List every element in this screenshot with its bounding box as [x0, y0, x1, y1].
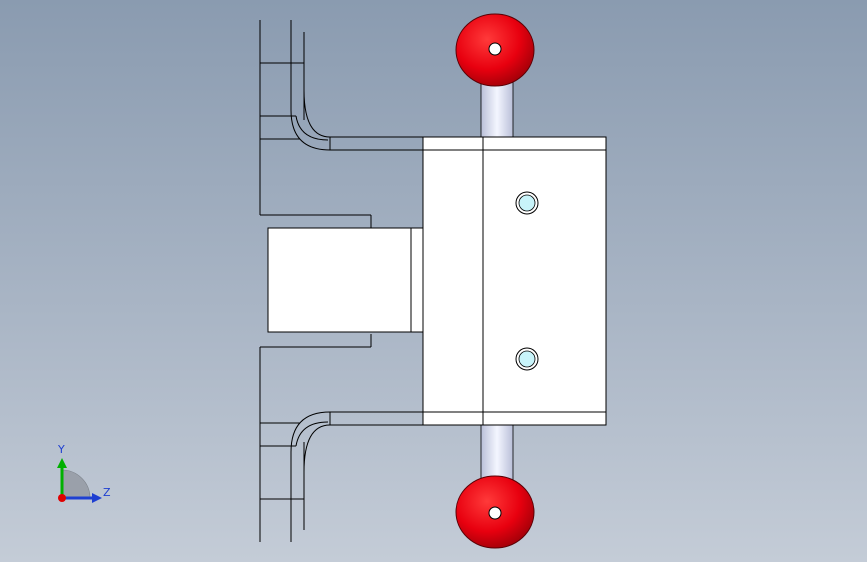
lower-hole[interactable] [515, 347, 539, 371]
slot-block[interactable] [267, 227, 438, 333]
upper-stem[interactable] [480, 81, 514, 139]
y-axis-label: Y [58, 443, 65, 456]
z-axis-label: Z [103, 486, 111, 499]
triad-quadrant [61, 469, 91, 499]
clamp-plate[interactable] [422, 136, 607, 426]
upper-hole[interactable] [515, 191, 539, 215]
lower-knob[interactable] [455, 475, 535, 549]
orientation-triad [57, 458, 102, 503]
lower-stem[interactable] [480, 423, 514, 481]
left-body-outline[interactable] [259, 20, 423, 542]
upper-knob[interactable] [455, 13, 535, 87]
x-axis-dot [58, 494, 66, 502]
